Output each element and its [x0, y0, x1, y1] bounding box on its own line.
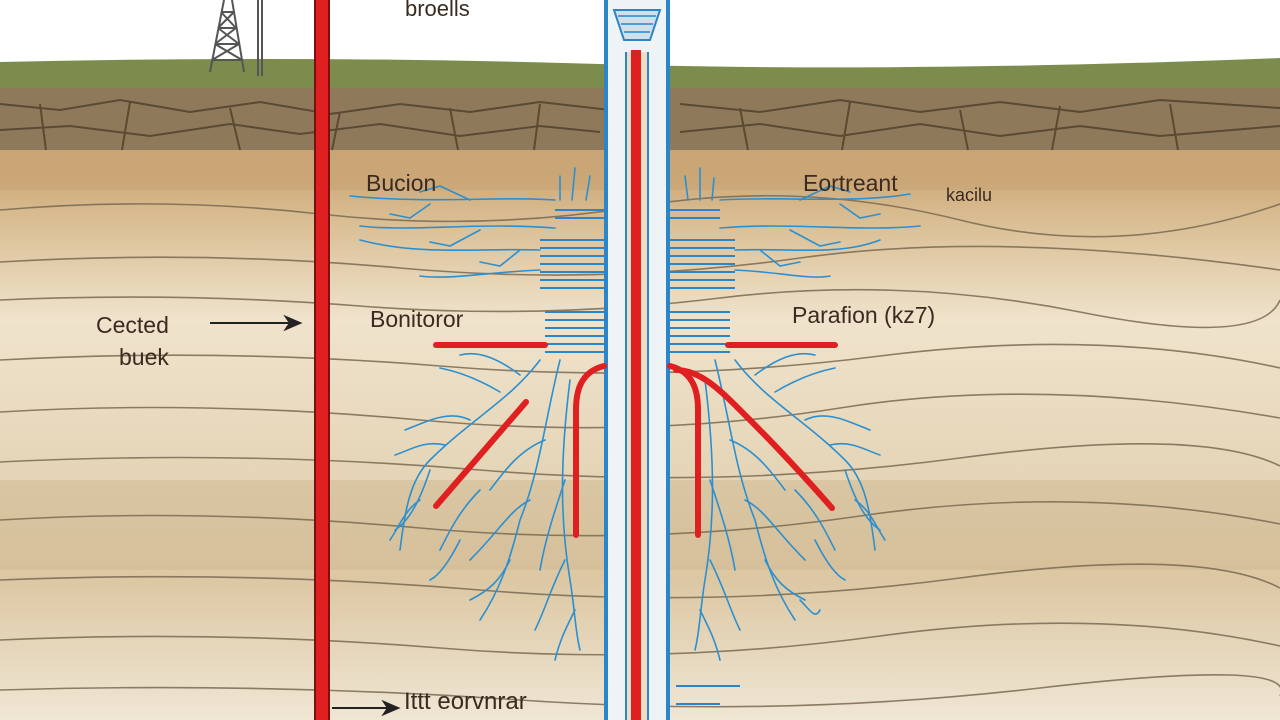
central-wellbore	[604, 0, 670, 720]
arrow-right-icon	[332, 699, 401, 717]
soil-cracks	[0, 98, 1280, 151]
label-top: broells	[405, 0, 470, 21]
label-upper-left: Bucion	[366, 170, 437, 196]
label-middle-left: Bonitoror	[370, 306, 464, 332]
label-upper-right: Eortreant	[803, 170, 898, 196]
label-bottom: Ittt eorvnrar	[404, 688, 527, 715]
bottom-marks	[676, 685, 740, 705]
label-left-line2: buek	[119, 344, 169, 370]
label-upper-right-small: kacilu	[946, 185, 993, 205]
red-laterals	[433, 342, 838, 538]
left-casing-pipe	[314, 0, 330, 720]
derrick-icon	[209, 0, 263, 76]
label-left-line1: Cected	[96, 312, 169, 338]
packer-coils	[540, 209, 735, 353]
production-tubing	[631, 50, 641, 720]
fracture-network	[349, 167, 921, 661]
label-middle-right: Parafion (kz7)	[792, 302, 936, 328]
arrow-right-icon	[210, 314, 303, 332]
